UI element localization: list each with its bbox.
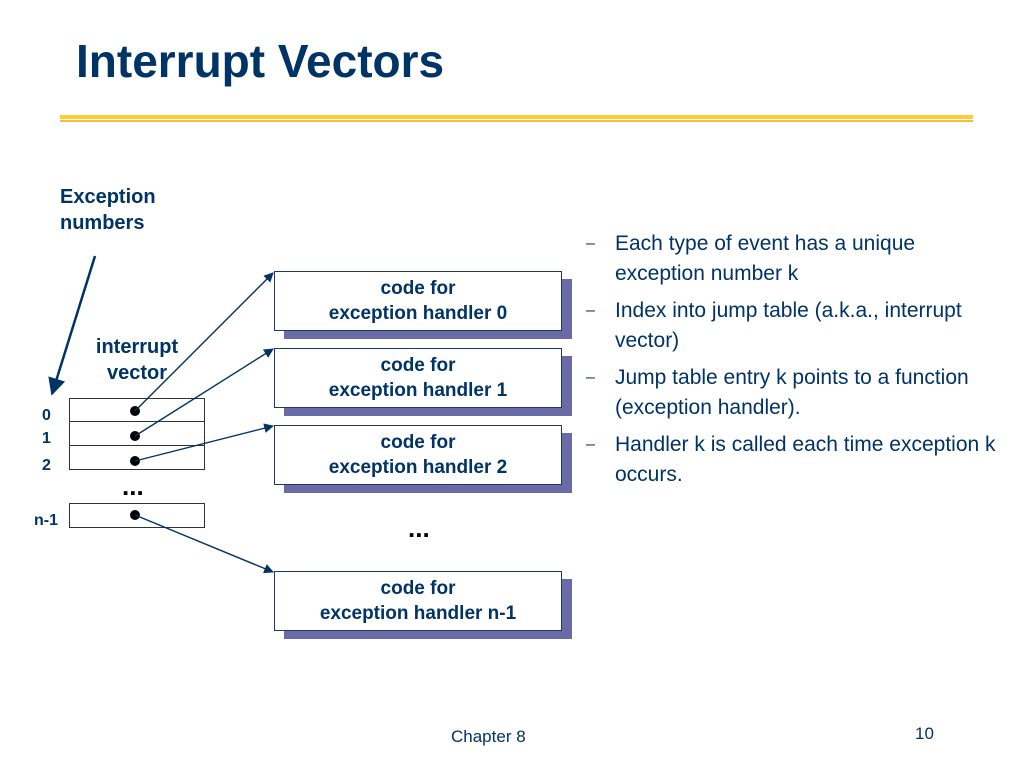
bullet-text: Index into jump table (a.k.a., interrupt…: [615, 299, 962, 352]
handler-2-line1: code for: [380, 432, 456, 453]
bullet-text: Each type of event has a unique exceptio…: [615, 232, 916, 285]
exception-numbers-label-line1: Exception: [60, 186, 156, 208]
index-1: 1: [42, 430, 51, 447]
interrupt-vector-label: interrupt vector: [84, 334, 190, 386]
handler-box-0: code for exception handler 0: [274, 271, 562, 331]
handler-n-minus-1-line1: code for: [380, 578, 456, 599]
bullet-dash: –: [586, 436, 595, 453]
title-underline-secondary: [60, 120, 973, 122]
bullet-dash: –: [586, 302, 595, 319]
handler-2-line2: exception handler 2: [328, 457, 508, 478]
pointer-arrow-1: [134, 348, 274, 437]
bullet-dash: –: [586, 235, 595, 252]
vector-entry-n-minus-1: [69, 503, 205, 528]
bullet-item: – Index into jump table (a.k.a., interrup…: [580, 296, 1000, 356]
title-underline: [60, 115, 973, 119]
index-2: 2: [42, 457, 51, 474]
bullet-item: – Each type of event has a unique excepti…: [580, 229, 1000, 289]
bullet-text: Jump table entry k points to a function …: [615, 366, 969, 419]
bullet-item: – Handler k is called each time exception…: [580, 430, 1000, 490]
handler-0-line2: exception handler 0: [328, 303, 508, 324]
pointer-arrow-0: [134, 272, 274, 412]
interrupt-vector-label-line1: interrupt: [95, 336, 179, 358]
bullet-text: Handler k is called each time exception …: [615, 433, 996, 486]
pointer-arrow-2: [134, 423, 274, 462]
handler-ellipsis: ...: [408, 513, 430, 543]
exception-numbers-arrow: [48, 255, 97, 396]
handler-1-line2: exception handler 1: [328, 380, 508, 401]
exception-numbers-label-line2: numbers: [60, 212, 145, 234]
footer-chapter: Chapter 8: [451, 727, 526, 746]
handler-0-line1: code for: [380, 278, 456, 299]
slide-title: Interrupt Vectors: [76, 35, 445, 87]
page-number: 10: [915, 724, 934, 743]
vector-entry-1: [69, 422, 205, 446]
vector-table: [69, 398, 205, 470]
index-0: 0: [42, 407, 51, 424]
pointer-arrow-n-minus-1: [134, 514, 274, 574]
bullet-item: – Jump table entry k points to a function…: [580, 363, 1000, 423]
handler-box-n-minus-1: code for exception handler n-1: [274, 571, 562, 631]
handler-1-line1: code for: [380, 355, 456, 376]
handler-n-minus-1-line2: exception handler n-1: [319, 603, 517, 624]
handler-box-2: code for exception handler 2: [274, 425, 562, 485]
vector-entry-0: [69, 398, 205, 422]
interrupt-vector-label-line2: vector: [106, 362, 168, 384]
exception-numbers-label: Exception numbers: [60, 184, 156, 236]
vector-entry-2: [69, 446, 205, 470]
vector-ellipsis: ...: [122, 471, 144, 501]
handler-box-1: code for exception handler 1: [274, 348, 562, 408]
index-n-minus-1: n-1: [34, 512, 58, 529]
bullet-dash: –: [586, 369, 595, 386]
bullet-list: – Each type of event has a unique excepti…: [580, 229, 1000, 497]
